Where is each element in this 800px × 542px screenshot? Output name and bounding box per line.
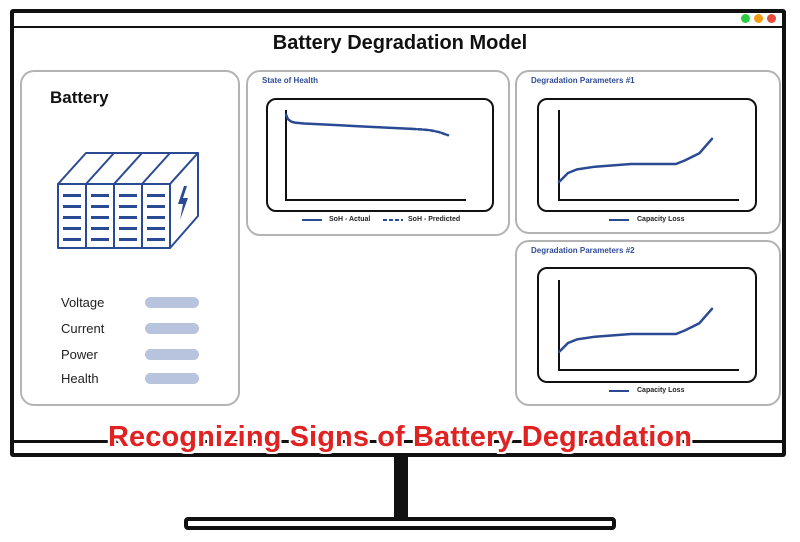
deg1-plot-frame bbox=[537, 98, 757, 212]
page-title: Battery Degradation Model bbox=[272, 32, 528, 54]
soh-plot-frame bbox=[266, 98, 494, 212]
headline: Recognizing Signs of Battery Degradation bbox=[107, 421, 693, 453]
legend-swatch-soh-predicted bbox=[383, 219, 403, 221]
metric-label-power: Power bbox=[61, 347, 98, 362]
window-titlebar-divider bbox=[14, 26, 782, 28]
window-minimize-button[interactable] bbox=[754, 14, 763, 23]
series-line-capacity-loss bbox=[557, 137, 714, 184]
metric-label-current: Current bbox=[61, 321, 105, 336]
series-line-soh-actual bbox=[284, 113, 414, 131]
legend-swatch-deg2-capacity-loss bbox=[609, 390, 629, 392]
chart-axes bbox=[558, 280, 739, 371]
series-line-soh-predicted bbox=[410, 127, 450, 137]
monitor-stand-neck bbox=[394, 457, 408, 519]
metric-value-bar-voltage bbox=[145, 297, 199, 308]
series-line-capacity-loss bbox=[557, 307, 714, 354]
metric-label-health: Health bbox=[61, 371, 99, 386]
battery-panel-title: Battery bbox=[50, 88, 109, 107]
lightning-bolt-icon bbox=[178, 186, 188, 220]
metric-value-bar-health bbox=[145, 373, 199, 384]
degradation-params-1-title: Degradation Parameters #1 bbox=[531, 76, 635, 85]
legend-label-soh-actual: SoH - Actual bbox=[329, 216, 371, 223]
legend-label-deg2-capacity-loss: Capacity Loss bbox=[637, 387, 685, 394]
legend-label-soh-predicted: SoH - Predicted bbox=[408, 216, 461, 223]
legend-label-deg1-capacity-loss: Capacity Loss bbox=[637, 216, 685, 223]
legend-swatch-soh-actual bbox=[302, 219, 322, 221]
legend-swatch-deg1-capacity-loss bbox=[609, 219, 629, 221]
chart-axes bbox=[285, 110, 466, 201]
metric-value-bar-current bbox=[145, 323, 199, 334]
deg2-plot-frame bbox=[537, 267, 757, 383]
degradation-params-2-title: Degradation Parameters #2 bbox=[531, 246, 635, 255]
battery-pack-icon bbox=[57, 152, 199, 249]
metric-label-voltage: Voltage bbox=[61, 295, 105, 310]
window-close-button[interactable] bbox=[767, 14, 776, 23]
window-maximize-button[interactable] bbox=[741, 14, 750, 23]
monitor-bezel-bottom bbox=[14, 440, 782, 443]
metric-value-bar-power bbox=[145, 349, 199, 360]
monitor-stand-base bbox=[184, 517, 616, 530]
chart-axes bbox=[558, 110, 739, 201]
soh-card-title: State of Health bbox=[262, 76, 319, 85]
